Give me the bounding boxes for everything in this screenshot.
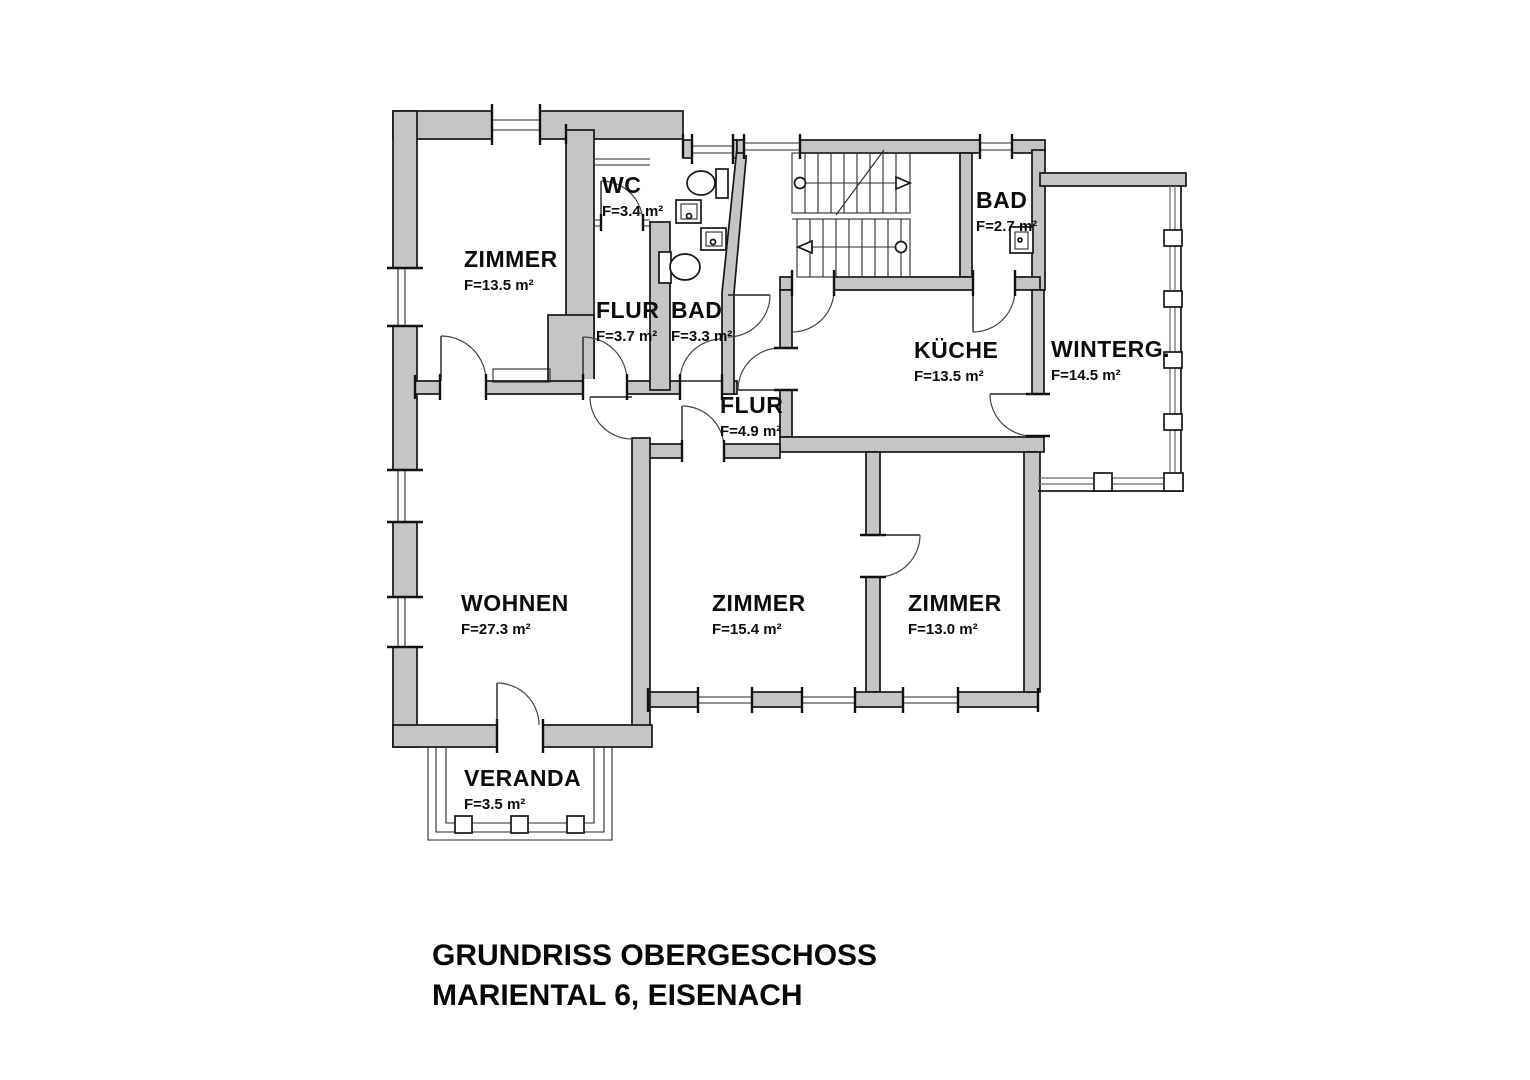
room-label-wintergarten: WINTERG. F=14.5 m² [1051,336,1170,384]
room-label-bad-mitte: BAD F=3.3 m² [671,297,733,345]
washbasin-icon [675,199,702,224]
title-line-2: MARIENTAL 6, EISENACH [432,979,803,1012]
title-line-1: GRUNDRISS OBERGESCHOSS [432,939,878,972]
room-label-zimmer-so: ZIMMER F=13.0 m² [908,590,1002,638]
windows [387,104,1014,713]
washbasin-icon [1009,226,1034,254]
opening-ticks [413,124,1050,712]
room-label-veranda: VERANDA F=3.5 m² [464,765,582,813]
radiator-niche [492,368,551,383]
wc-divider-wall [595,217,650,228]
room-label-bad-ost: BAD F=2.7 m² [976,187,1038,235]
walls [392,110,1187,748]
winter-garden-glazing [1038,186,1184,492]
room-label-kueche: KÜCHE F=13.5 m² [914,337,999,385]
room-label-wc: WC F=3.4 m² [602,172,664,220]
room-label-zimmer-sued: ZIMMER F=15.4 m² [712,590,806,638]
room-label-wohnen: WOHNEN F=27.3 m² [461,590,569,638]
veranda-porch [427,719,613,841]
room-label-flur-zentral: FLUR F=4.9 m² [720,392,784,440]
plan-title: GRUNDRISS OBERGESCHOSS MARIENTAL 6, EISE… [432,936,877,1016]
toilet-icon [686,168,729,199]
toilet-icon [658,251,701,284]
washbasin-icon [700,227,727,251]
room-label-zimmer-nw: ZIMMER F=13.5 m² [464,246,558,294]
room-label-flur-klein: FLUR F=3.7 m² [596,297,660,345]
staircase [791,149,913,278]
door-openings [440,275,1016,749]
